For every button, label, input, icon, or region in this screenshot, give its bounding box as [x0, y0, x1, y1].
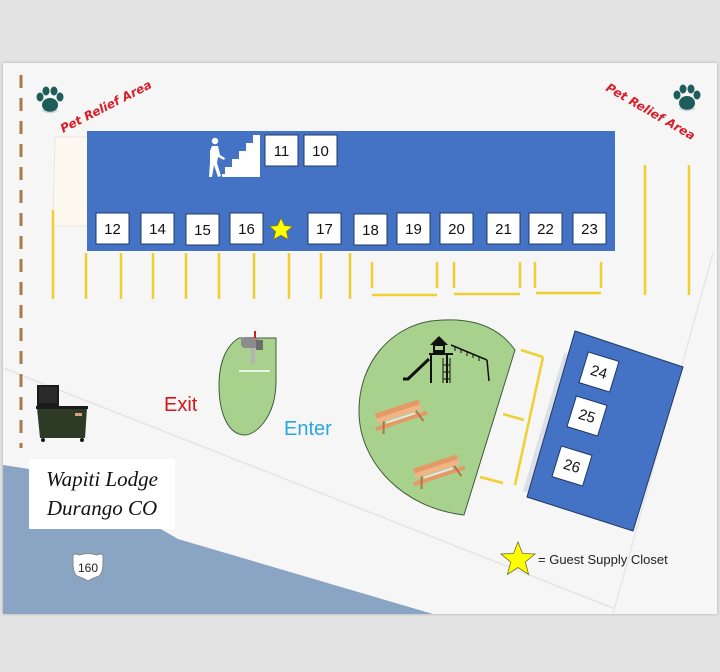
unit-label: 18 — [362, 222, 379, 239]
unit-25[interactable]: 25 — [566, 395, 608, 437]
supply-closet-star-icon — [268, 217, 294, 241]
lodge-name: Wapiti Lodge — [46, 467, 158, 491]
picnic-table-icon — [412, 454, 466, 490]
unit-20[interactable]: 20 — [439, 212, 474, 245]
unit-label: 20 — [448, 221, 465, 238]
parking-lines-side — [479, 348, 545, 486]
unit-11[interactable]: 11 — [264, 134, 299, 167]
unit-24[interactable]: 24 — [578, 351, 620, 393]
legend-text: = Guest Supply Closet — [538, 551, 668, 567]
unit-17[interactable]: 17 — [307, 212, 342, 245]
lodge-location: Durango CO — [46, 496, 158, 520]
highway-number: 160 — [78, 561, 98, 575]
paw-print-icon — [36, 86, 64, 114]
unit-23[interactable]: 23 — [572, 212, 607, 245]
unit-19[interactable]: 19 — [396, 212, 431, 245]
unit-22[interactable]: 22 — [528, 212, 563, 245]
mailbox-icon — [241, 331, 263, 364]
unit-label: 10 — [312, 143, 329, 160]
exit-label: Exit — [164, 394, 198, 416]
unit-label: 16 — [238, 221, 255, 238]
unit-15[interactable]: 15 — [185, 213, 220, 246]
dumpster-icon — [36, 385, 88, 442]
paw-print-icon — [673, 84, 701, 112]
unit-label: 25 — [576, 406, 597, 427]
map-page: 11 10 12 14 15 16 17 18 — [3, 63, 717, 614]
unit-label: 17 — [316, 221, 333, 238]
playground-icon — [403, 336, 490, 383]
legend-star-icon — [500, 541, 536, 576]
unit-label: 23 — [581, 221, 598, 238]
picnic-table-icon — [374, 399, 428, 435]
unit-label: 14 — [149, 221, 166, 238]
enter-label: Enter — [284, 418, 332, 440]
main-building — [87, 131, 615, 251]
pet-relief-label-left: Pet Relief Area — [58, 78, 154, 136]
parking-lines-main — [51, 165, 691, 299]
side-building-shadow — [523, 353, 569, 493]
unit-label: 11 — [274, 143, 290, 160]
unit-12[interactable]: 12 — [95, 212, 130, 245]
unit-label: 19 — [405, 221, 422, 238]
playground-area[interactable] — [358, 319, 516, 516]
unit-18[interactable]: 18 — [353, 213, 388, 246]
lodge-title-box: Wapiti Lodge Durango CO — [29, 459, 175, 529]
stairs-icon — [209, 135, 260, 177]
mailbox-island[interactable] — [218, 337, 277, 436]
unit-label: 15 — [194, 222, 211, 239]
unit-label: 22 — [537, 221, 554, 238]
unit-14[interactable]: 14 — [140, 212, 175, 245]
legend: = Guest Supply Closet — [500, 541, 668, 577]
unit-label: 12 — [104, 221, 121, 238]
unit-16[interactable]: 16 — [229, 212, 264, 245]
highway-shield-icon[interactable]: 160 — [72, 553, 104, 582]
unit-21[interactable]: 21 — [486, 212, 521, 245]
unit-10[interactable]: 10 — [303, 134, 338, 167]
unit-label: 21 — [495, 221, 512, 238]
unit-26[interactable]: 26 — [551, 445, 593, 487]
unit-label: 24 — [588, 362, 609, 383]
unit-label: 26 — [561, 456, 582, 477]
